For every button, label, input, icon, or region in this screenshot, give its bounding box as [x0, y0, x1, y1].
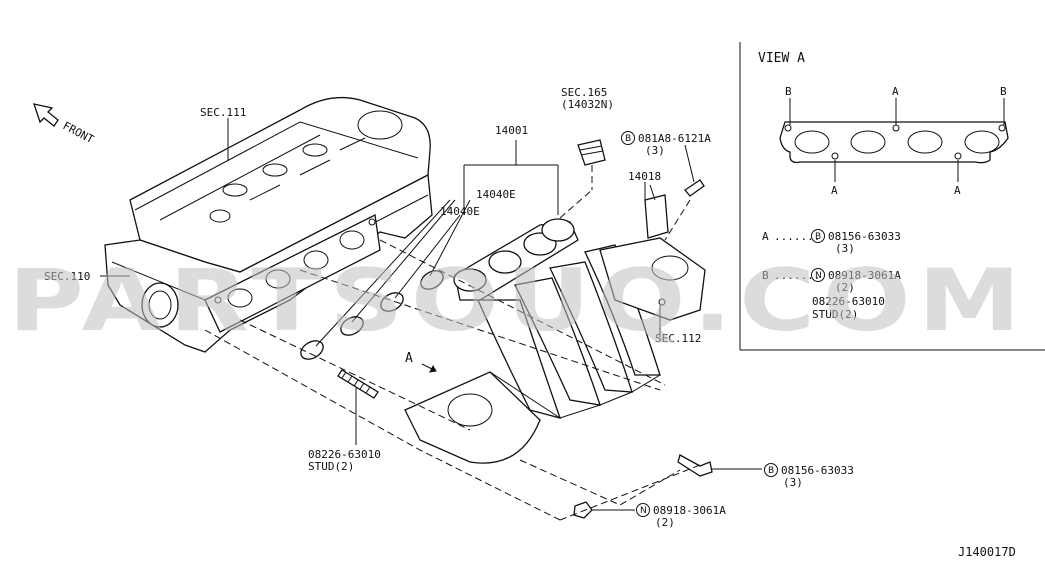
label-sec110: SEC.110	[44, 270, 90, 283]
label-bolt-top-code: 081A8-6121A	[638, 132, 711, 145]
legend-b-qty2: STUD(2)	[812, 308, 858, 321]
intake-gaskets	[300, 199, 471, 360]
label-sec111: SEC.111	[200, 106, 246, 119]
bolt-symbol: B	[811, 229, 825, 243]
view-a-mark-a-right: A	[954, 184, 961, 197]
view-a-title: VIEW A	[758, 51, 805, 66]
bolt-symbol: B	[621, 131, 635, 145]
label-sec112: SEC.112	[655, 332, 701, 345]
label-arrow-a: A	[405, 351, 413, 366]
label-14018: 14018	[628, 170, 661, 183]
label-stud-qty: STUD(2)	[308, 460, 354, 473]
svg-text:N: N	[815, 271, 822, 281]
nut-symbol: N	[811, 268, 825, 282]
svg-text:B: B	[625, 134, 631, 144]
intake-manifold	[404, 218, 706, 464]
label-front: FRONT	[61, 119, 97, 146]
leader-lines	[100, 118, 661, 337]
label-bolt-top-qty: (3)	[645, 144, 665, 157]
legend-b-code2: 08226-63010	[812, 295, 885, 308]
label-14040e-b: 14040E	[440, 205, 480, 218]
legend-a-qty: (3)	[835, 242, 855, 255]
front-arrow	[33, 103, 59, 127]
legend-b-code: 08918-3061A	[828, 269, 901, 282]
svg-text:N: N	[640, 506, 647, 516]
stud-part	[337, 369, 379, 445]
view-a-arrow	[421, 363, 437, 373]
drawing-id: J140017D	[958, 545, 1016, 559]
view-a-mark-b-left: B	[785, 85, 792, 98]
label-stud-code: 08226-63010	[308, 448, 381, 461]
label-nut-bottom-qty: (2)	[655, 516, 675, 529]
label-nut-bottom-code: 08918-3061A	[653, 504, 726, 517]
label-14001: 14001	[495, 124, 528, 137]
cylinder-head-assembly	[104, 96, 433, 353]
svg-text:B: B	[768, 466, 774, 476]
dashed-guides	[204, 189, 701, 521]
view-a-mark-a-top: A	[892, 85, 899, 98]
view-a-mark-a-left: A	[831, 184, 838, 197]
svg-text:.......: .......	[774, 230, 820, 243]
view-a-panel	[739, 42, 1045, 351]
label-bolt-right-code: 08156-63033	[781, 464, 854, 477]
label-sec165: SEC.165	[561, 86, 607, 99]
legend-a-code: 08156-63033	[828, 230, 901, 243]
legend-a-key: A	[762, 230, 769, 243]
bolt-symbol: B	[764, 463, 778, 477]
legend-b-qty: (2)	[835, 281, 855, 294]
label-14040e-a: 14040E	[476, 188, 516, 201]
svg-text:.......: .......	[774, 269, 820, 282]
label-bolt-right-qty: (3)	[783, 476, 803, 489]
legend-b-key: B	[762, 269, 769, 282]
svg-text:B: B	[815, 232, 821, 242]
nut-symbol: N	[636, 503, 650, 517]
small-parts	[573, 139, 762, 519]
view-a-mark-b-right: B	[1000, 85, 1007, 98]
label-sec165-sub: (14032N)	[561, 98, 614, 111]
watermark: PARTSOUQ.COM	[8, 251, 1028, 351]
